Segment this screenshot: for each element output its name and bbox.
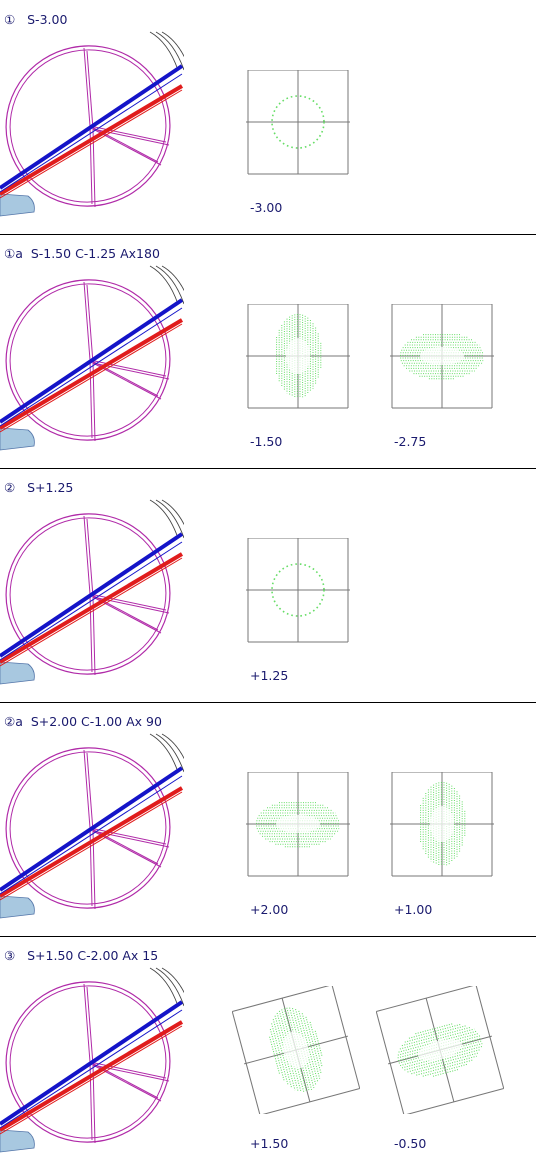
power-value: -1.50 bbox=[250, 434, 283, 449]
axis-lines bbox=[0, 766, 184, 901]
focus-plot bbox=[246, 538, 350, 643]
lens-section: ① S-3.00 -3.00 bbox=[0, 0, 536, 234]
pupil-ring bbox=[5, 513, 171, 675]
axis-lines bbox=[0, 298, 184, 433]
power-value: +1.00 bbox=[394, 902, 433, 917]
ring-spokes bbox=[83, 983, 170, 1144]
pupil-ring bbox=[5, 747, 171, 909]
focus-pattern bbox=[276, 314, 322, 398]
ring-spokes bbox=[83, 749, 170, 910]
eyelid-arcs bbox=[149, 265, 184, 305]
section-divider bbox=[0, 936, 536, 937]
plot-grid bbox=[232, 986, 360, 1114]
focus-pattern bbox=[271, 563, 325, 617]
power-value: +1.50 bbox=[250, 1136, 289, 1151]
eye-drawing bbox=[0, 31, 184, 217]
lens-section: ②a S+2.00 C-1.00 Ax 90 +2.00 +1.00 bbox=[0, 702, 536, 936]
axis-lines bbox=[0, 64, 184, 199]
eyelid-arcs bbox=[149, 31, 184, 71]
focus-pattern bbox=[269, 1007, 323, 1093]
eyelid-arcs bbox=[149, 499, 184, 539]
focus-pattern bbox=[420, 782, 466, 866]
focus-pattern bbox=[271, 95, 325, 149]
section-divider bbox=[0, 468, 536, 469]
section-divider bbox=[0, 234, 536, 235]
section-divider bbox=[0, 702, 536, 703]
power-value: +2.00 bbox=[250, 902, 289, 917]
plot-grid bbox=[246, 70, 350, 175]
prescription-label: ①a S-1.50 C-1.25 Ax180 bbox=[4, 246, 160, 261]
prescription-label: ① S-3.00 bbox=[4, 12, 68, 27]
focus-plot bbox=[246, 304, 350, 409]
lens-shape bbox=[0, 1129, 35, 1153]
focus-pattern bbox=[397, 1023, 483, 1077]
power-value: +1.25 bbox=[250, 668, 289, 683]
eye-drawing bbox=[0, 265, 184, 451]
axis-lines bbox=[0, 1000, 184, 1135]
focus-pattern bbox=[256, 802, 340, 848]
ring-spokes bbox=[83, 281, 170, 442]
focus-plot bbox=[390, 772, 494, 877]
power-value: -3.00 bbox=[250, 200, 283, 215]
ring-spokes bbox=[83, 515, 170, 676]
focus-plot bbox=[246, 772, 350, 877]
focus-plot bbox=[390, 304, 494, 409]
power-value: -0.50 bbox=[394, 1136, 427, 1151]
ring-spokes bbox=[83, 47, 170, 208]
pupil-ring bbox=[5, 981, 171, 1143]
eye-drawing bbox=[0, 967, 184, 1153]
lens-shape bbox=[0, 193, 35, 217]
pupil-ring bbox=[5, 279, 171, 441]
focus-pattern bbox=[400, 334, 484, 380]
plot-grid bbox=[246, 538, 350, 643]
eye-drawing bbox=[0, 499, 184, 685]
focus-plot bbox=[232, 986, 360, 1114]
lens-section: ③ S+1.50 C-2.00 Ax 15 +1.50 -0.50 bbox=[0, 936, 536, 1170]
pupil-ring bbox=[5, 45, 171, 207]
focus-plot bbox=[376, 986, 504, 1114]
prescription-label: ③ S+1.50 C-2.00 Ax 15 bbox=[4, 948, 159, 963]
eyelid-arcs bbox=[149, 733, 184, 773]
lens-shape bbox=[0, 427, 35, 451]
eye-drawing bbox=[0, 733, 184, 919]
eyelid-arcs bbox=[149, 967, 184, 1007]
prescription-label: ②a S+2.00 C-1.00 Ax 90 bbox=[4, 714, 162, 729]
lens-section: ② S+1.25 +1.25 bbox=[0, 468, 536, 702]
lens-shape bbox=[0, 895, 35, 919]
lens-section: ①a S-1.50 C-1.25 Ax180 -1.50 -2.75 bbox=[0, 234, 536, 468]
power-value: -2.75 bbox=[394, 434, 427, 449]
focus-plot bbox=[246, 70, 350, 175]
axis-lines bbox=[0, 532, 184, 667]
prescription-label: ② S+1.25 bbox=[4, 480, 74, 495]
lens-shape bbox=[0, 661, 35, 685]
